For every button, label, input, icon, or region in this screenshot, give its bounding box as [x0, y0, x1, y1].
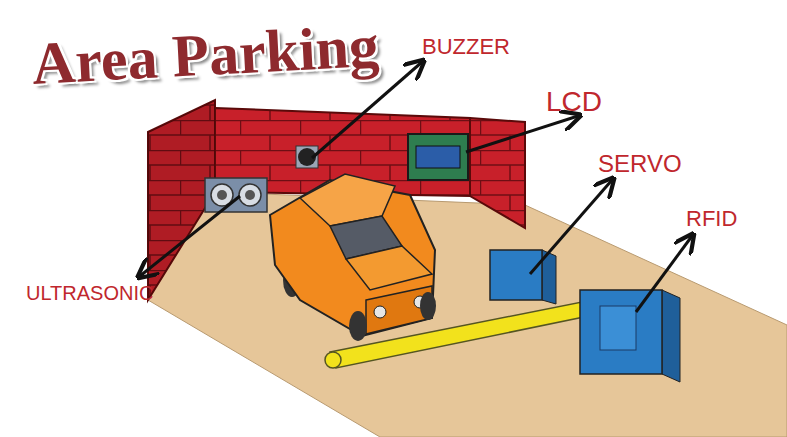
lcd-screen	[416, 146, 460, 168]
leader-arrow	[636, 236, 692, 312]
part-label: SERVO	[598, 150, 682, 178]
car-hood	[346, 246, 432, 290]
car	[270, 174, 436, 341]
floor	[148, 192, 787, 437]
rfid-box-side	[662, 290, 680, 382]
leader-arrow	[140, 196, 240, 276]
part-label: BUZZER	[422, 34, 510, 60]
rfid-reader	[600, 306, 636, 350]
car-wheel	[349, 311, 367, 341]
part-label: ULTRASONIC	[26, 282, 153, 305]
car-headlight	[374, 306, 386, 318]
car-wheel	[420, 292, 436, 320]
title: Area Parking	[30, 12, 380, 99]
rfid-box	[580, 290, 662, 374]
ultrasonic-eye-core	[245, 190, 255, 200]
part-label: RFID	[686, 206, 737, 232]
leader-arrow	[466, 116, 578, 152]
barrier-arm-end	[325, 352, 341, 368]
ultrasonic-eye-core	[217, 190, 227, 200]
servo-box	[490, 250, 542, 300]
ultrasonic-eye	[239, 184, 261, 206]
ultrasonic-board	[205, 178, 267, 212]
barrier-arm	[330, 296, 618, 368]
part-label: LCD	[546, 86, 602, 118]
lcd-frame	[408, 134, 468, 180]
leader-arrow	[530, 180, 612, 274]
